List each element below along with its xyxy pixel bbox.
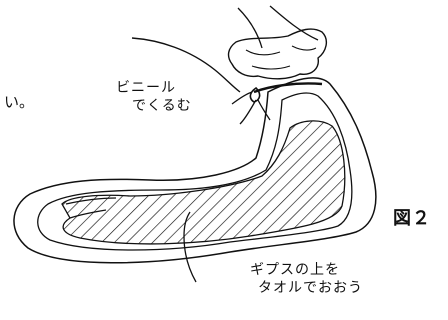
vinyl-pointer bbox=[231, 91, 253, 105]
edge-text-fragment: い。 bbox=[4, 93, 35, 111]
vinyl-tie bbox=[253, 82, 323, 94]
arm-outline bbox=[37, 92, 353, 251]
towel-label-line2: タオルでおおう bbox=[258, 280, 363, 296]
vinyl-cuff bbox=[227, 28, 328, 80]
towel-pointer bbox=[183, 211, 197, 283]
vinyl-label-line1: ビニール bbox=[116, 80, 176, 96]
figure-number: 図２ bbox=[393, 208, 431, 229]
vinyl-folds bbox=[245, 45, 317, 70]
vinyl-label-line2: でくるむ bbox=[132, 98, 192, 114]
cast-hatch bbox=[61, 120, 346, 245]
towel-label-line1: ギプスの上を bbox=[250, 262, 340, 278]
finger-lines bbox=[65, 197, 117, 219]
sleeve-lines bbox=[237, 5, 319, 49]
tie-ends bbox=[239, 99, 271, 125]
upper-curve-line bbox=[131, 37, 241, 93]
towel-outline bbox=[13, 77, 377, 264]
